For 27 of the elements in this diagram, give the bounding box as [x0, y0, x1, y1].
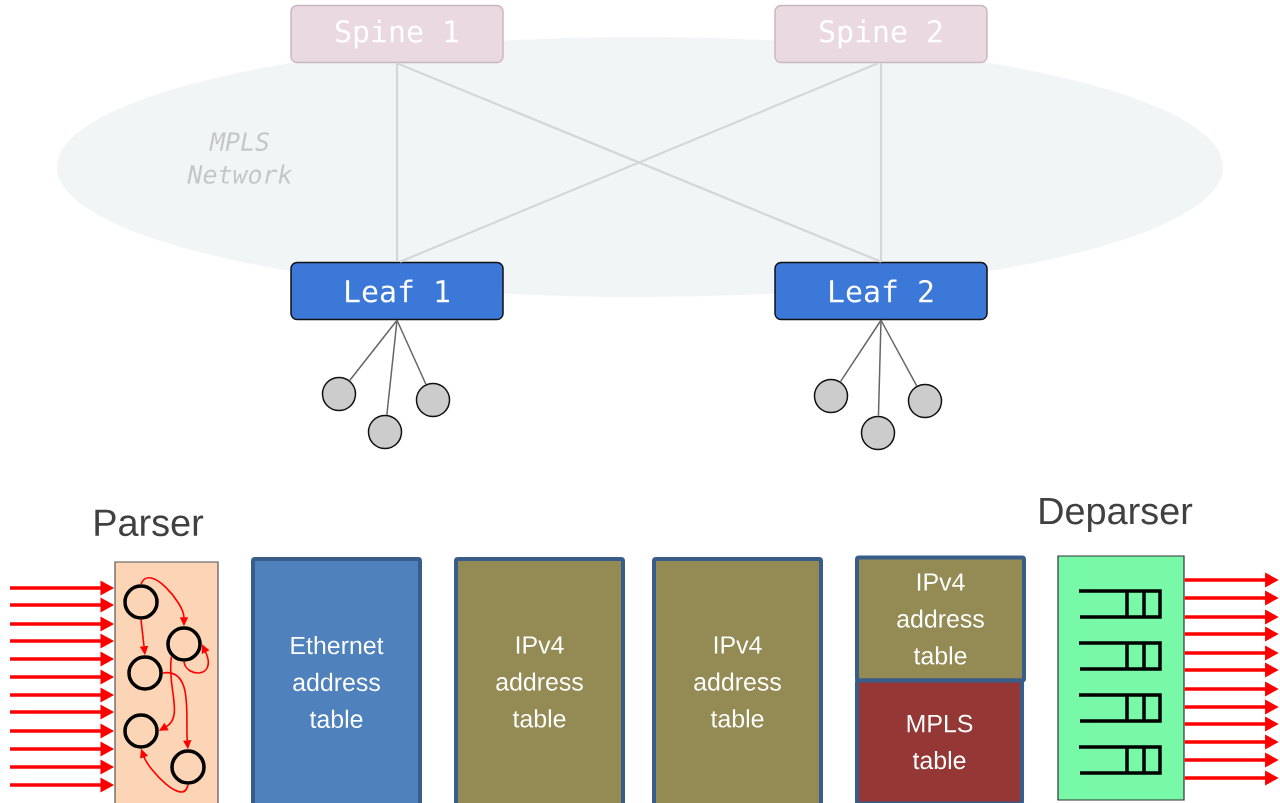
- connector-line: [877, 319, 882, 417]
- connector-line: [880, 319, 918, 387]
- connector-line: [348, 319, 398, 382]
- table-block: IPv4 address table: [454, 557, 625, 803]
- host-circle: [367, 414, 403, 450]
- state-circle: [127, 655, 163, 691]
- host-circle: [860, 415, 896, 451]
- arrow: [183, 644, 210, 674]
- host-circle: [813, 378, 849, 414]
- table-block: Ethernet address table: [251, 557, 422, 803]
- state-circle: [170, 749, 206, 785]
- stage-heading: Parser: [95, 509, 204, 537]
- connector-line: [839, 319, 882, 383]
- stage-heading: Deparser: [1040, 498, 1193, 532]
- connector-line: [396, 319, 427, 385]
- host-circle: [907, 383, 943, 419]
- leaf-box: Leaf 2: [774, 261, 988, 321]
- state-circle: [166, 626, 202, 662]
- connector-line: [386, 319, 398, 416]
- table-block: IPv4 address table: [855, 555, 1026, 683]
- leaf-box: Leaf 1: [290, 261, 504, 321]
- host-circle: [415, 382, 451, 418]
- state-circle: [123, 713, 159, 749]
- host-circle: [321, 376, 357, 412]
- table-block: IPv4 address table: [652, 557, 823, 803]
- table-block: MPLS table: [855, 678, 1024, 803]
- state-circle: [123, 584, 159, 620]
